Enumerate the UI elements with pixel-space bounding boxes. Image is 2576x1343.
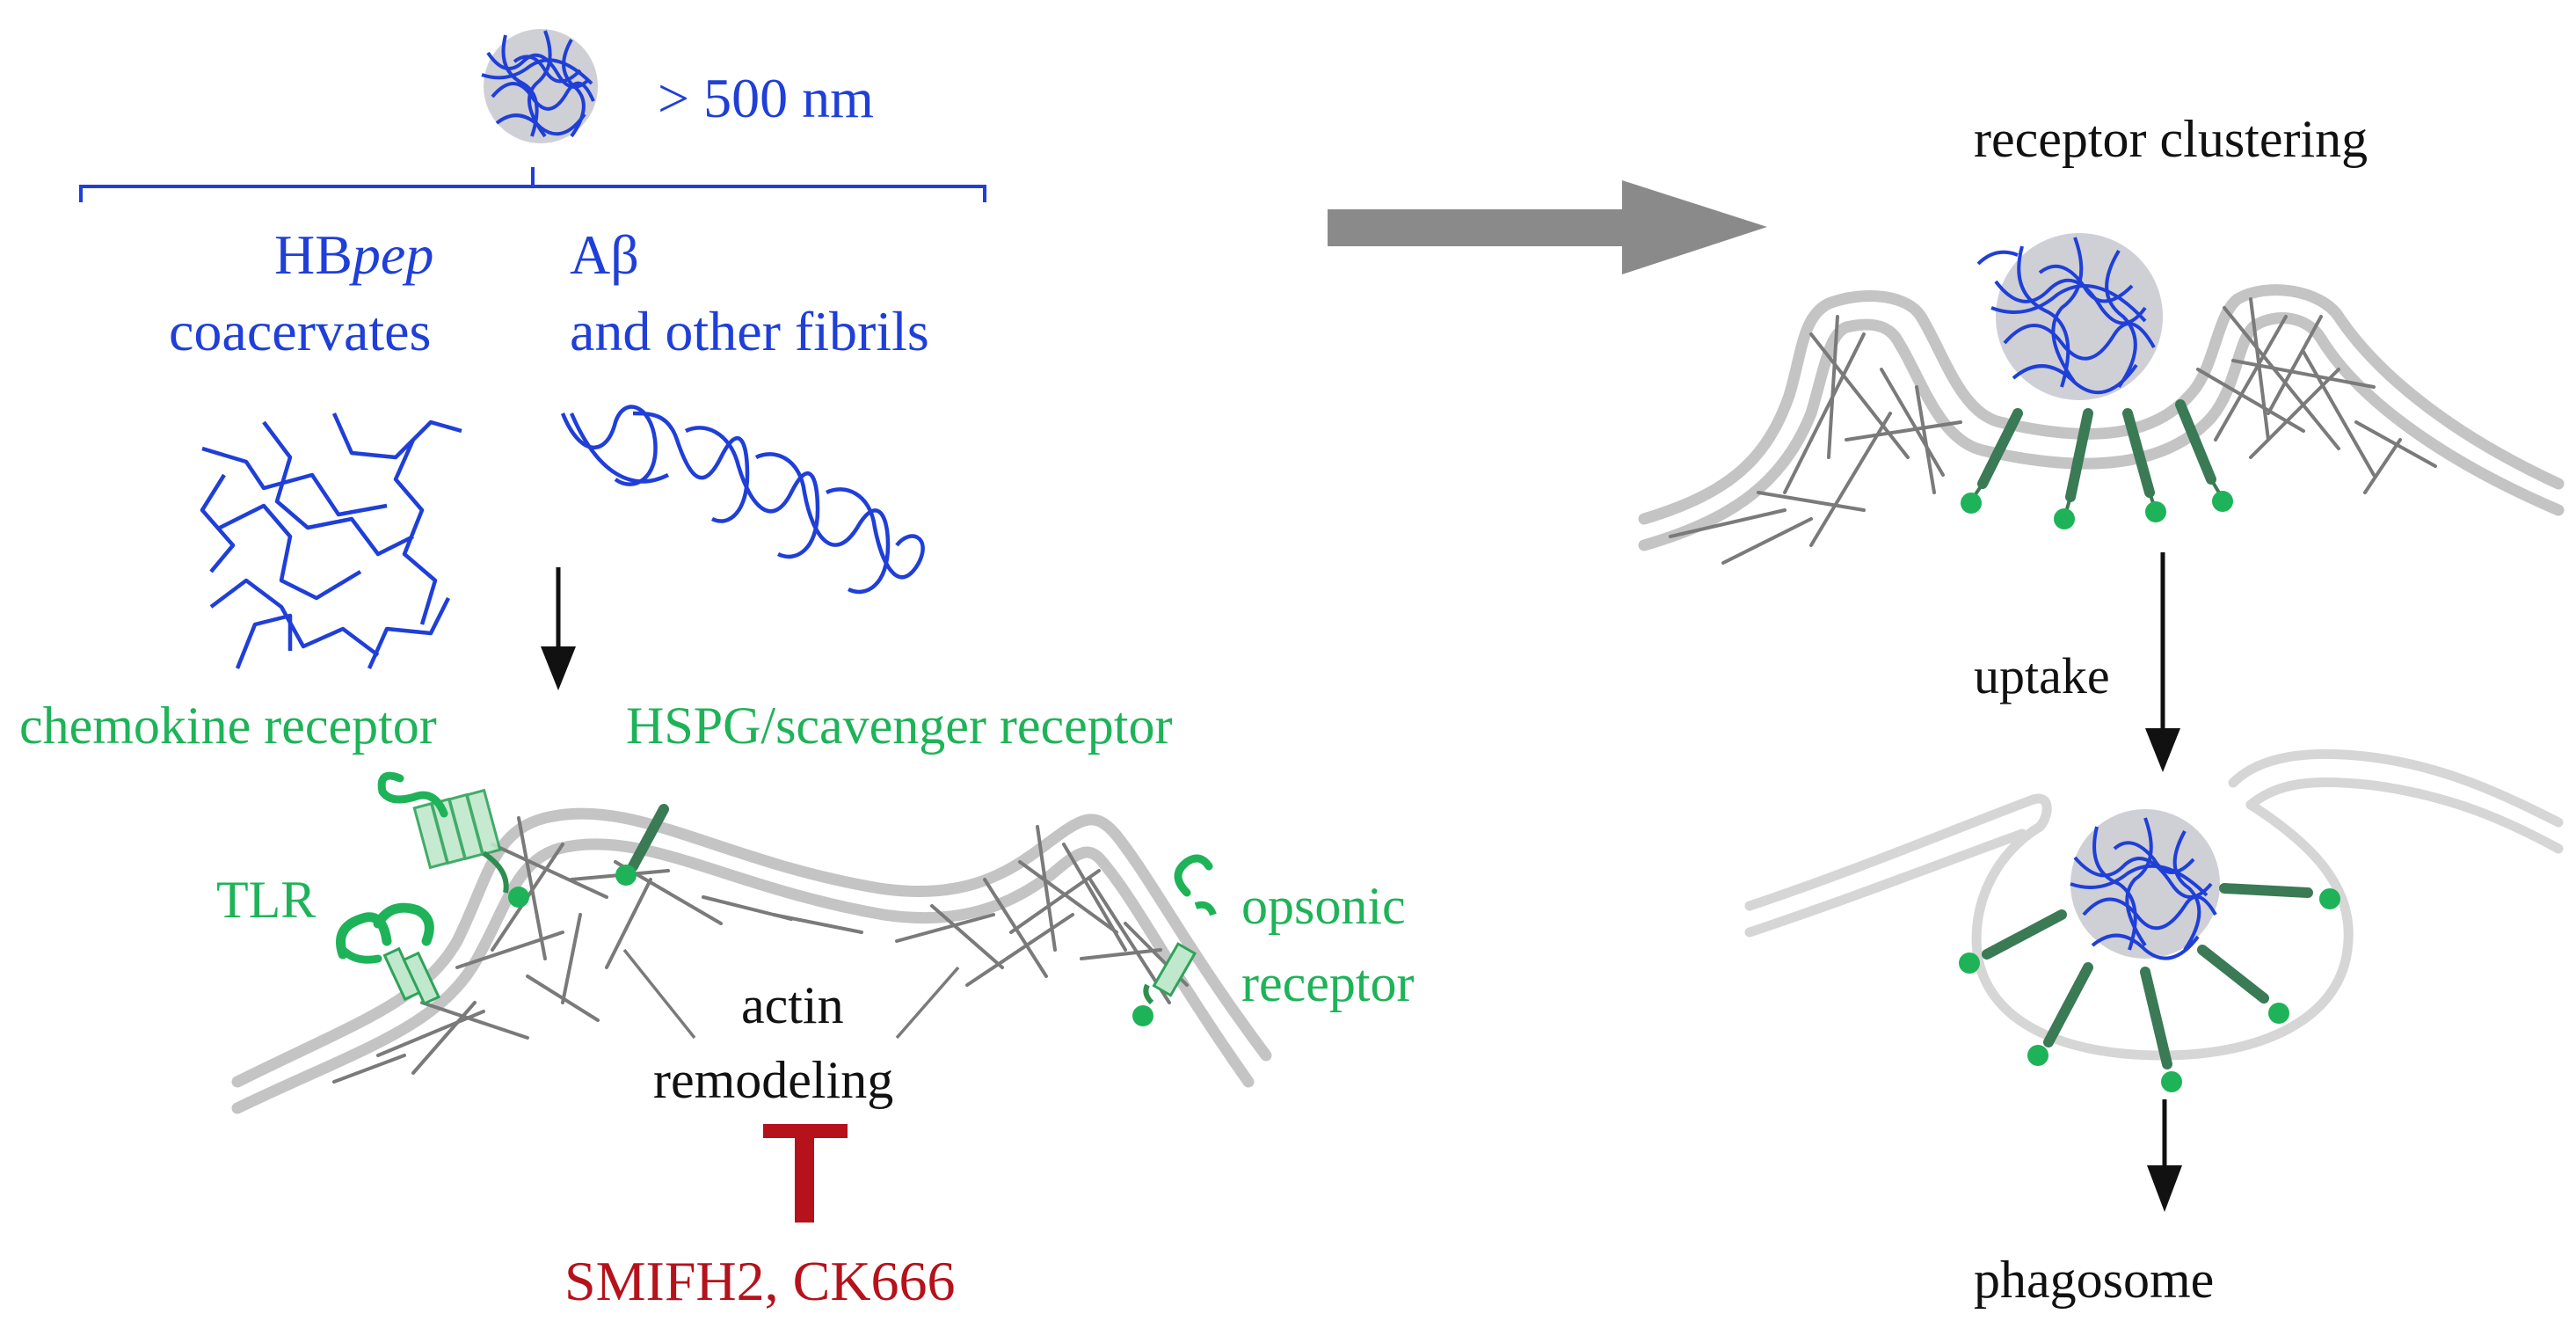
chemokine-receptor-label: chemokine receptor [19,697,437,755]
aggregate-clustering-icon [1976,233,2163,400]
amyloid-fibril-icon [560,405,925,595]
process-arrow-icon [1328,180,1767,274]
aggregate-engulfed-icon [2070,809,2220,960]
engulfed-receptors-icon [1959,883,2340,1092]
hbpep-italic: pep [352,223,434,286]
size-label: > 500 nm [658,67,874,129]
inhibitors-label: SMIFH2, CK666 [564,1250,956,1312]
inhibition-bar-icon [763,1124,848,1223]
uptake-label: uptake [1974,647,2110,704]
clustered-receptors-icon [1961,399,2233,529]
coacervates-label: coacervates [169,300,432,362]
chemokine-receptor-icon [377,771,529,908]
hspg-receptor-label: HSPG/scavenger receptor [626,697,1173,755]
actin-filaments-clustering [1669,297,2437,565]
cell-membrane-engulfment [1744,748,2564,1061]
opsonic-label-line1: opsonic [1241,877,1406,935]
receptor-clustering-label: receptor clustering [1974,110,2369,168]
actin-label-line1: actin [741,976,844,1034]
arrow-down-binding [541,567,576,690]
hbpep-label: HBpep [274,227,433,283]
opsonic-receptor-icon [1132,854,1217,1026]
hspg-receptor-icon [615,804,669,886]
tlr-icon [336,902,440,1006]
coacervate-network-icon [200,412,462,669]
tlr-label: TLR [216,871,317,929]
abeta-label: Aβ [570,223,639,286]
actin-pointer-lines [622,948,960,1040]
actin-label-line2: remodeling [653,1051,894,1109]
size-bracket [79,167,986,202]
arrow-down-uptake [2145,552,2180,772]
cell-membrane-clustering [1638,284,2565,551]
phagosome-label: phagosome [1974,1251,2215,1309]
cell-membrane-left [231,807,1272,1114]
arrow-down-phagosome [2147,1099,2182,1212]
hbpep-prefix: HB [274,223,353,286]
fibrils-label: and other fibrils [570,300,929,362]
aggregate-top-icon [481,29,598,143]
opsonic-label-line2: receptor [1241,954,1415,1012]
